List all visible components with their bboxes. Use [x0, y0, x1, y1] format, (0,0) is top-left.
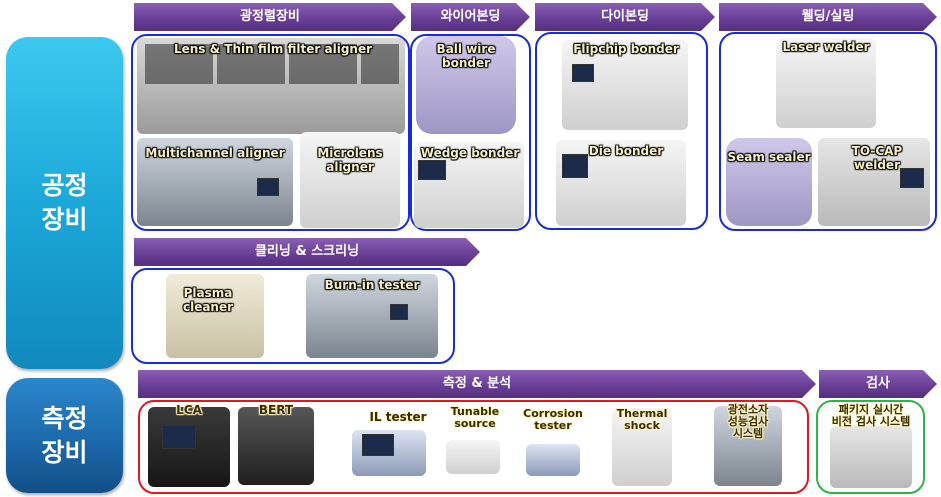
- flipchip-bonder-photo: [562, 40, 688, 130]
- seam-sealer-photo: [726, 138, 812, 226]
- microlens-aligner-label: Microlens aligner: [317, 146, 383, 174]
- bert-label: BERT: [258, 403, 294, 417]
- optical-device-tester-photo: [714, 406, 782, 486]
- banner-wire-bonding: 와이어본딩: [411, 3, 530, 31]
- banner-measurement-analysis: 측정 & 분석: [138, 370, 816, 398]
- multichannel-aligner-photo: [137, 138, 293, 226]
- lens-aligner-photo: [137, 38, 405, 134]
- tocap-welder-label: TO-CAP welder: [851, 144, 903, 172]
- multichannel-aligner-label: Multichannel aligner: [145, 146, 285, 160]
- banner-welding-sealing: 웰딩/실링: [719, 3, 937, 31]
- tocap-welder-photo: [818, 138, 930, 226]
- plasma-cleaner-label: Plasma cleaner: [182, 286, 234, 314]
- process-equipment-label: 공정 장비: [41, 171, 88, 234]
- laser-welder-label: Laser welder: [782, 40, 870, 54]
- microlens-aligner-photo: [300, 132, 400, 228]
- thermal-shock-label: Thermal shock: [616, 407, 668, 432]
- optical-device-tester-label: 광전소자 성능검사 시스템: [727, 403, 769, 440]
- il-tester-label: IL tester: [369, 410, 427, 424]
- wedge-bonder-label: Wedge bonder: [420, 146, 520, 160]
- laser-welder-photo: [776, 38, 876, 128]
- wedge-bonder-photo: [414, 142, 524, 228]
- corrosion-tester-photo: [526, 444, 580, 476]
- thermal-shock-photo: [612, 408, 672, 486]
- measurement-equipment-label: 측정 장비: [41, 403, 88, 467]
- banner-die-bonding: 다이본딩: [535, 3, 715, 31]
- lca-label: LCA: [176, 403, 202, 417]
- lens-aligner-label: Lens & Thin film filter aligner: [173, 42, 373, 56]
- process-equipment-section: 공정 장비: [6, 37, 123, 369]
- seam-sealer-label: Seam sealer: [727, 150, 811, 164]
- measurement-equipment-section: 측정 장비: [6, 378, 123, 493]
- die-bonder-photo: [556, 140, 686, 226]
- ball-wire-bonder-label: Ball wire bonder: [436, 42, 496, 70]
- ball-wire-bonder-photo: [416, 36, 516, 134]
- package-vision-system-label: 패키지 실시간 비전 검사 시스템: [831, 403, 911, 428]
- lca-photo: [148, 407, 230, 487]
- banner-cleaning: 클리닝 & 스크리닝: [134, 238, 480, 266]
- tunable-source-label: Tunable source: [450, 405, 500, 430]
- package-vision-system-photo: [830, 426, 912, 488]
- burnin-tester-label: Burn-in tester: [324, 278, 420, 292]
- banner-optical-align: 광정렬장비: [134, 3, 406, 31]
- banner-inspection: 검사: [819, 370, 937, 398]
- tunable-source-photo: [446, 440, 500, 474]
- die-bonder-label: Die bonder: [588, 144, 664, 158]
- burnin-tester-photo: [306, 274, 438, 358]
- bert-photo: [238, 407, 314, 485]
- flipchip-bonder-label: Flipchip bonder: [573, 42, 679, 56]
- plasma-cleaner-photo: [166, 274, 264, 358]
- corrosion-tester-label: Corrosion tester: [523, 407, 583, 432]
- il-tester-photo: [352, 430, 426, 476]
